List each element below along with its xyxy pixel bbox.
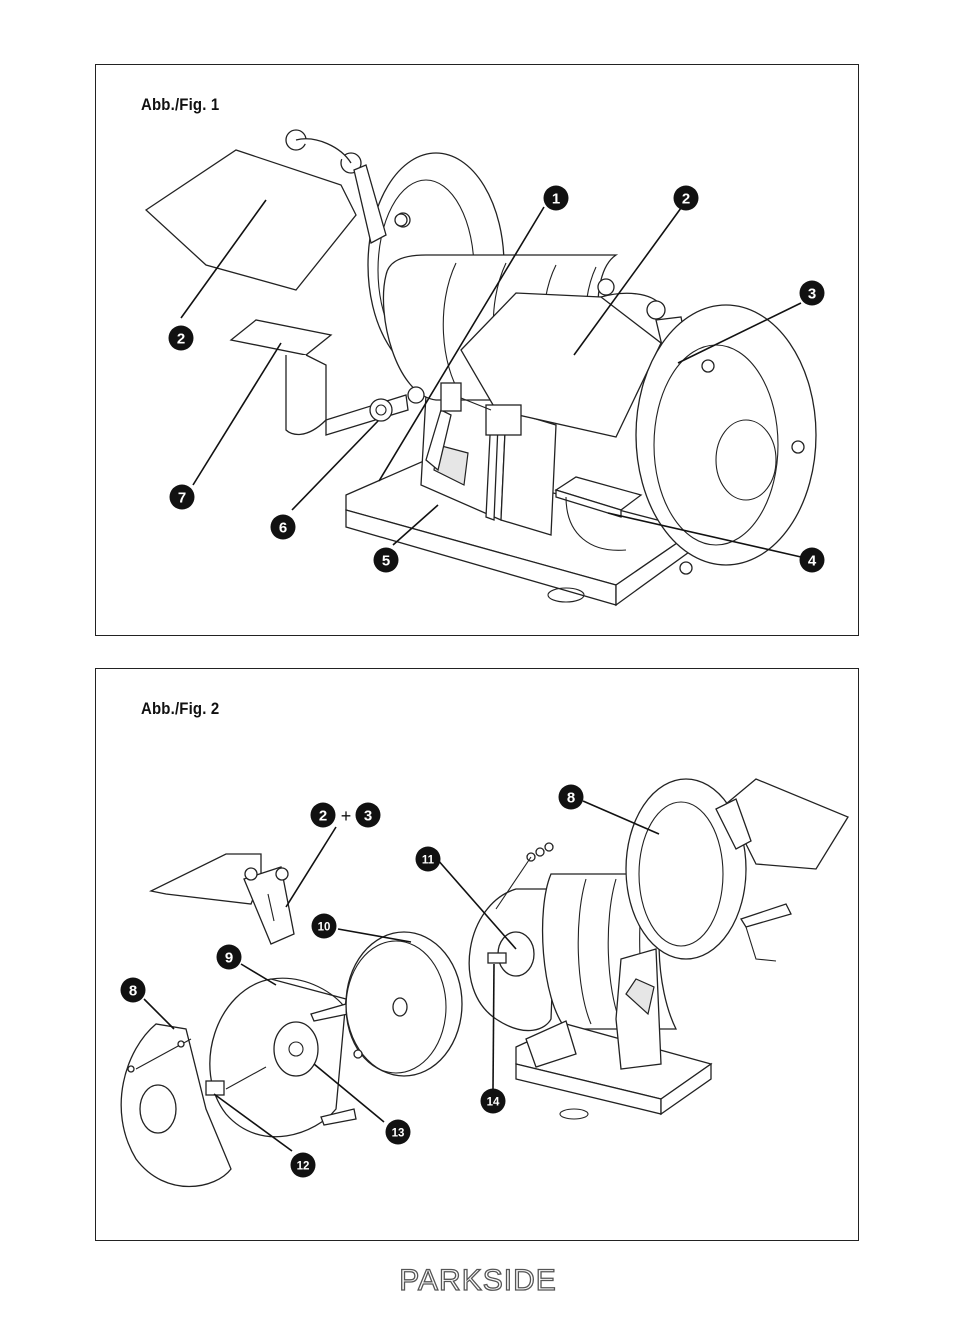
- figure-1-panel: Abb./Fig. 1: [95, 64, 859, 636]
- right-tool-rest: [554, 476, 643, 551]
- callout-8-left: 8: [120, 977, 146, 1003]
- wheel-guard: [205, 977, 357, 1138]
- svg-text:8: 8: [129, 983, 137, 1000]
- svg-text:8: 8: [567, 790, 575, 807]
- left-tool-rest: [229, 319, 409, 436]
- shaft-bracket: [407, 382, 522, 436]
- callout-1: 1: [543, 185, 569, 211]
- callout-13: 13: [385, 1119, 411, 1145]
- svg-text:12: 12: [297, 1161, 310, 1173]
- svg-text:2: 2: [177, 331, 185, 348]
- figure-2-leader-lines: [143, 800, 660, 1152]
- callout-5: 5: [373, 547, 399, 573]
- callout-2-exploded: 2: [310, 802, 336, 828]
- callout-14: 14: [480, 1088, 506, 1114]
- svg-text:13: 13: [392, 1128, 405, 1140]
- callout-3: 3: [799, 280, 825, 306]
- inner-flange: [468, 888, 557, 1032]
- svg-text:10: 10: [318, 922, 331, 934]
- figure-1-drawing: 1 2 2 3 4 5 6 7: [144, 129, 825, 607]
- svg-text:1: 1: [552, 191, 560, 208]
- callout-2-right: 2: [673, 185, 699, 211]
- svg-text:2: 2: [319, 808, 327, 825]
- svg-text:14: 14: [487, 1097, 500, 1109]
- callout-12: 12: [290, 1152, 316, 1178]
- logo-text: PARKSIDE: [399, 1264, 557, 1297]
- svg-text:7: 7: [178, 490, 186, 507]
- plus-sign: +: [341, 806, 352, 826]
- callout-3-exploded: 3: [355, 802, 381, 828]
- svg-text:11: 11: [422, 855, 435, 867]
- motor-assembly: [495, 778, 849, 1120]
- svg-text:6: 6: [279, 520, 287, 537]
- callout-10: 10: [311, 913, 337, 939]
- grinding-wheel: [345, 931, 463, 1077]
- callout-6: 6: [270, 514, 296, 540]
- svg-text:3: 3: [364, 808, 372, 825]
- figure-1-title: Abb./Fig. 1: [141, 95, 220, 114]
- callout-7: 7: [169, 484, 195, 510]
- svg-text:3: 3: [808, 286, 816, 303]
- svg-text:4: 4: [808, 553, 817, 570]
- figure-2-panel: Abb./Fig. 2: [95, 668, 859, 1241]
- callout-2-left: 2: [168, 325, 194, 351]
- callout-9: 9: [216, 944, 242, 970]
- callout-11: 11: [415, 846, 441, 872]
- figure-1-leader-lines: [180, 199, 802, 558]
- outer-guard-cover: [120, 1023, 232, 1188]
- svg-text:5: 5: [382, 553, 390, 570]
- figure-2-drawing: 2 + 3 8 8 9 10 11 12: [120, 778, 849, 1188]
- figure-2-title: Abb./Fig. 2: [141, 699, 220, 718]
- svg-text:9: 9: [225, 950, 233, 967]
- svg-text:2: 2: [682, 191, 690, 208]
- callout-8-right: 8: [558, 784, 584, 810]
- eye-shield-assembly: [148, 853, 295, 945]
- parkside-logo: PARKSIDE: [399, 1263, 557, 1297]
- callout-4: 4: [799, 547, 825, 573]
- right-wheel-guard: [635, 304, 817, 575]
